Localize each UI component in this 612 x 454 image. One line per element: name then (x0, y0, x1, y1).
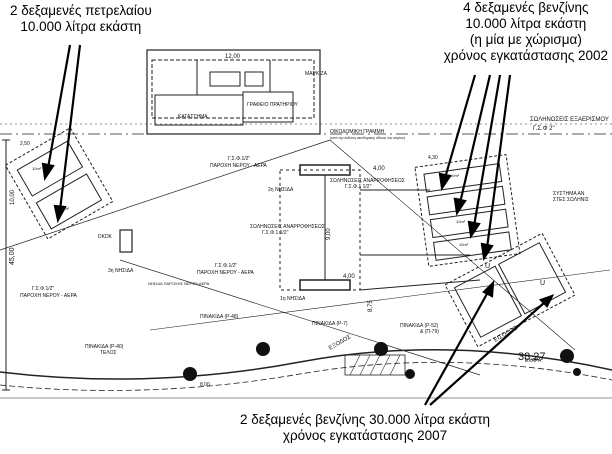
sign-r48-marker (256, 342, 270, 356)
callout-diesel-line1: 2 δεξαμενές πετρελαίου (10, 3, 152, 18)
dim-4b: 4,00 (343, 274, 355, 280)
dim-45: 45,00 (9, 247, 16, 265)
road-label: ΕΧΑΡΑ (525, 358, 542, 364)
sign-p7-marker (374, 342, 388, 356)
sign-marker-edge (573, 368, 581, 376)
system-label: ΣΥΣΤΗΜΑ ΑΝ (553, 191, 585, 197)
callout-petrol2002-line4: χρόνος εγκατάστασης 2002 (443, 48, 608, 63)
petrol-tank-4-capacity: 10m³ (459, 242, 469, 247)
sign-r52-label: ΠΙΝΑΚΙΔΑ (Ρ-52) (400, 323, 439, 329)
large-tank-1-mark: U (485, 263, 490, 270)
dim-4: 4,00 (373, 166, 385, 172)
dkdk-label: DKDK (98, 234, 113, 240)
shop-room (154, 94, 244, 126)
petrol-tank-1-capacity: 10m³ (450, 173, 460, 178)
marker-label: ΜΑΡΚΙΖΑ (305, 71, 328, 77)
sign-r52b-label: & (Π-79) (420, 329, 439, 335)
suction-pipes-spec: Γ.Σ.Φ.1 1/2" (345, 184, 372, 190)
island-3-label: 3η ΝΗΣΙΔΑ (108, 268, 134, 274)
suction-pipes-title: ΣΩΛΗΝΩΣΕΙΣ ΑΝΑΡΡΟΦΗΣΕΩΣ (330, 178, 405, 184)
water-air-mid-spec: Γ.Σ.Φ.1/2" (215, 263, 237, 269)
water-air-left: ΠΑΡΟΧΗ ΝΕΡΟΥ - ΑΕΡΑ (20, 293, 78, 299)
shop-label: ΚΑΤΑΣΤΗΜΑ (178, 114, 208, 120)
sign-r48-label: ΠΙΝΑΚΙΔΑ (Ρ-48) (200, 314, 239, 320)
callout-petrol2007-line1: 2 δεξαμενές βενζίνης 30.000 λίτρα εκάστη (240, 412, 491, 427)
water-air-left-spec: Γ.Σ.Φ.1/2" (32, 286, 54, 292)
petrol-tank-3-capacity: 10m³ (456, 219, 466, 224)
building-line-label: ΟΙΚΟΔΟΜΙΚΗ ΓΡΑΜΜΗ (330, 129, 385, 135)
building-inner (151, 59, 315, 119)
diesel-tank-2-capacity: 10m³ (60, 206, 70, 211)
building-outline (146, 49, 321, 135)
callout-petrol-tanks-2002: 4 δεξαμενές βενζίνης 10.000 λίτρα εκάστη… (444, 0, 608, 64)
exit-label: ΕΞΟΔΟΣ (328, 334, 353, 352)
island-2-label: 2η ΝΗΣΙΔΑ (268, 187, 294, 193)
callout-diesel-line2: 10.000 λίτρα εκάστη (20, 19, 142, 34)
suction-pipes-2-title: ΣΩΛΗΝΩΣΕΙΣ ΑΝΑΡΡΟΦΗΣΕΩΣ (250, 224, 325, 230)
dim-12: 12,00 (225, 54, 241, 60)
system-label-2: ΣΤΕΣ ΣΩΛΗΝΙΣ (553, 197, 589, 203)
callout-petrol2002-line1: 4 δεξαμενές βενζίνης (463, 0, 589, 15)
callout-petrol2002-line3: (η μία με χώρισμα) (469, 32, 582, 47)
diesel-tank-1-capacity: 10m³ (32, 166, 42, 171)
dim-1000: 10,00 (10, 189, 16, 205)
dim-430: 4,30 (428, 155, 438, 161)
dim-38: 38.27 (518, 351, 546, 363)
sign-r40-label: ΠΙΝΑΚΙΔΑ (Ρ-40) (85, 344, 124, 350)
island-small-label: ΝΗΣΙΔΑ ΠΑΡΟΧΗΣ ΝΕΡΟΥ-ΑΕΡΑ (148, 281, 210, 286)
water-air-mid: ΠΑΡΟΧΗ ΝΕΡΟΥ - ΑΕΡΑ (197, 270, 255, 276)
callout-petrol-tanks-2007: 2 δεξαμενές βενζίνης 30.000 λίτρα εκάστη… (240, 412, 490, 444)
dim-800: 8,00 (200, 382, 210, 388)
dim-250: 2,50 (20, 141, 30, 147)
vent-pipes-title: ΣΩΛΗΝΩΣΕΙΣ ΕΞΑΕΡΙΣΜΟΥ (530, 117, 609, 123)
suction-pipes-2-spec: Γ.Σ.Φ.1 1/2" (262, 230, 289, 236)
water-air-top: ΠΑΡΟΧΗ ΝΕΡΟΥ - ΑΕΡΑ (210, 163, 268, 169)
island-1-label: 1η ΝΗΣΙΔΑ (280, 296, 306, 302)
sign-marker-right (560, 349, 574, 363)
office-label: ΓΡΑΦΕΙΟ ΠΡΑΤΗΡΙΟΥ (247, 102, 299, 108)
dim-9: 9,00 (326, 228, 332, 240)
sign-marker-small (405, 369, 415, 379)
sign-r40b-label: ΤΕΛΟΣ (100, 350, 117, 356)
callout-petrol2002-line2: 10.000 λίτρα εκάστη (465, 16, 587, 31)
building-line-note: (υπό την έκδοση οικοδομικής άδειας του κ… (330, 136, 405, 140)
dim-875: 8,75 (368, 300, 374, 312)
petrol-tank-2-capacity: 10m³ (453, 196, 463, 201)
vent-pipes-spec: Γ.Σ.Φ 2" (533, 126, 555, 132)
entry-label: ΕΙΣΟΔΟΣ (493, 325, 519, 343)
callout-diesel-tanks: 2 δεξαμενές πετρελαίου 10.000 λίτρα εκάσ… (10, 3, 152, 35)
sign-r40-marker (183, 367, 197, 381)
large-tank-2-mark: U (540, 280, 545, 287)
diesel-tanks (4, 127, 114, 240)
water-air-top-spec: Γ.Σ.Φ.1/2" (228, 156, 250, 162)
office-room (242, 91, 294, 123)
callout-petrol2007-line2: χρόνος εγκατάστασης 2007 (282, 428, 448, 443)
sign-p7-label: ΠΙΝΑΚΙΔΑ (Ρ-7) (312, 321, 348, 327)
